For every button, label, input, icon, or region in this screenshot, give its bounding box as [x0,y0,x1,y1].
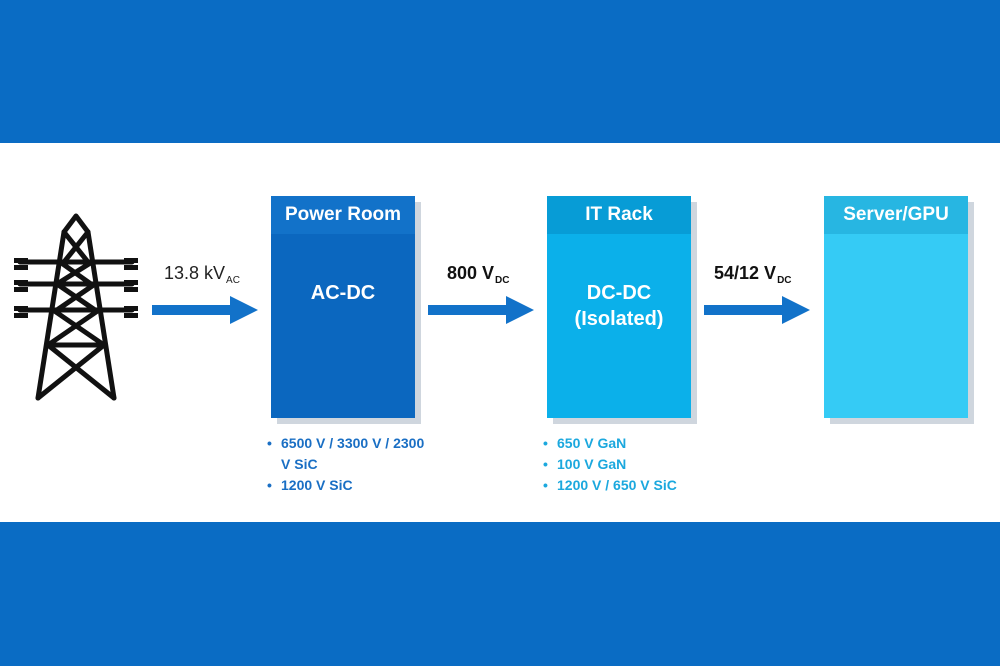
power-room-devices-list: 6500 V / 3300 V / 2300 V SiC 1200 V SiC [267,433,427,496]
power-room-block: Power Room AC-DC [271,196,415,418]
it-rack-block: IT Rack DC-DC (Isolated) [547,196,691,418]
right-arrow-icon [428,296,534,324]
link-voltage-2-sub: DC [777,275,792,286]
server-gpu-block: Server/GPU [824,196,968,418]
link-voltage-1-value: 800 V [447,263,495,283]
list-item: 6500 V / 3300 V / 2300 V SiC [267,433,427,475]
list-item: 1200 V / 650 V SiC [543,475,743,496]
link-voltage-1-label: 800 VDC [447,263,510,286]
list-item: 100 V GaN [543,454,743,475]
it-rack-function-line-1: DC-DC [586,282,652,304]
list-item: 1200 V SiC [267,475,427,496]
right-arrow-icon [704,296,810,324]
right-arrow-icon [152,296,258,324]
link-voltage-2-value: 54/12 V [714,263,777,283]
link-voltage-1-sub: DC [495,275,510,286]
it-rack-header: IT Rack [547,196,691,234]
bottom-band [0,522,1000,666]
transmission-tower-icon [14,213,138,401]
source-voltage-label: 13.8 kVAC [164,263,240,286]
power-room-function: AC-DC [310,282,376,304]
server-gpu-header: Server/GPU [824,196,968,234]
top-band [0,0,1000,143]
list-item: 650 V GaN [543,433,743,454]
it-rack-devices-list: 650 V GaN 100 V GaN 1200 V / 650 V SiC [543,433,743,496]
source-voltage-sub: AC [226,275,240,286]
it-rack-function-line-2: (Isolated) [574,308,664,330]
link-voltage-2-label: 54/12 VDC [714,263,792,286]
it-rack-function: DC-DC (Isolated) [547,280,691,332]
source-voltage-value: 13.8 kV [164,263,226,283]
power-room-header: Power Room [271,196,415,234]
